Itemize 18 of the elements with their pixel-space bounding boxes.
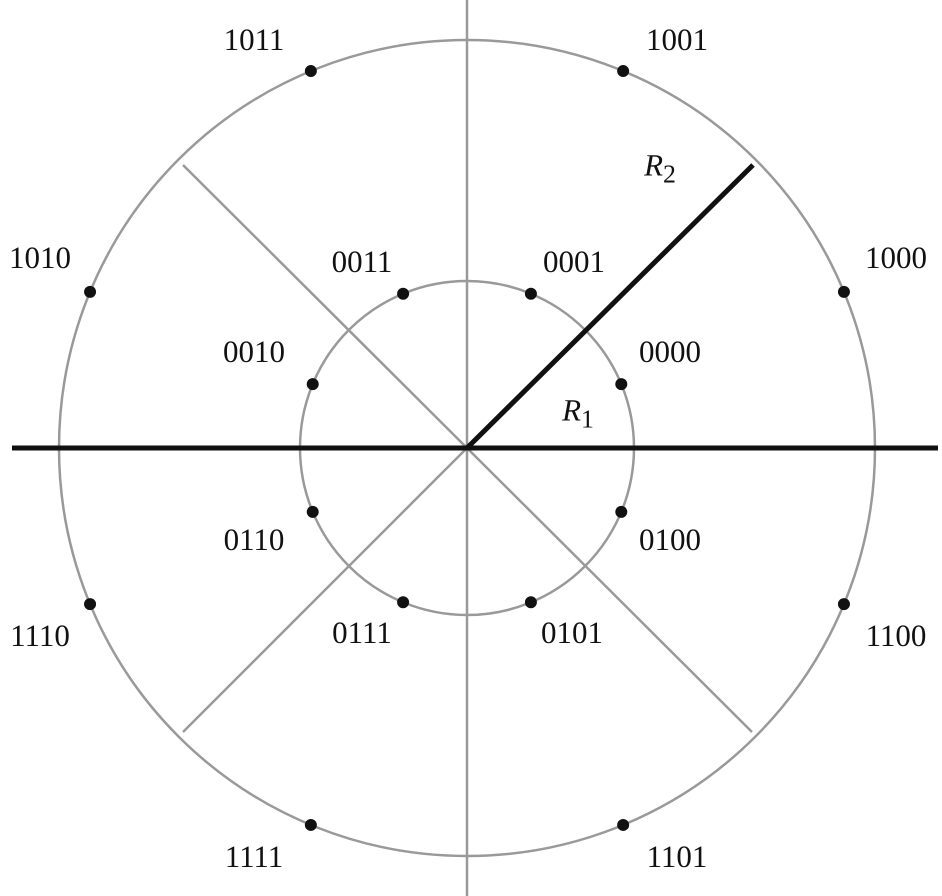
- point-label: 0100: [639, 523, 701, 557]
- point-label: 0001: [543, 245, 605, 279]
- point-label: 1000: [865, 241, 927, 275]
- point-label: 0101: [541, 616, 603, 650]
- point-label: 0111: [332, 616, 392, 650]
- radius-label: R$_{1}$: [562, 393, 594, 436]
- point-label: 0011: [332, 245, 392, 279]
- point-label: 1100: [866, 619, 926, 653]
- radius-label: R$_{2}$: [644, 148, 676, 191]
- point-label: 1110: [10, 619, 70, 653]
- point-label: 1010: [9, 241, 71, 275]
- point-label: 1001: [646, 23, 708, 57]
- point-label: 1101: [646, 840, 708, 874]
- point-label: 0000: [639, 335, 701, 369]
- point-label: 0110: [224, 523, 284, 557]
- point-label: 0010: [223, 335, 285, 369]
- point-label: 1111: [224, 840, 284, 874]
- point-label: 1011: [224, 23, 284, 57]
